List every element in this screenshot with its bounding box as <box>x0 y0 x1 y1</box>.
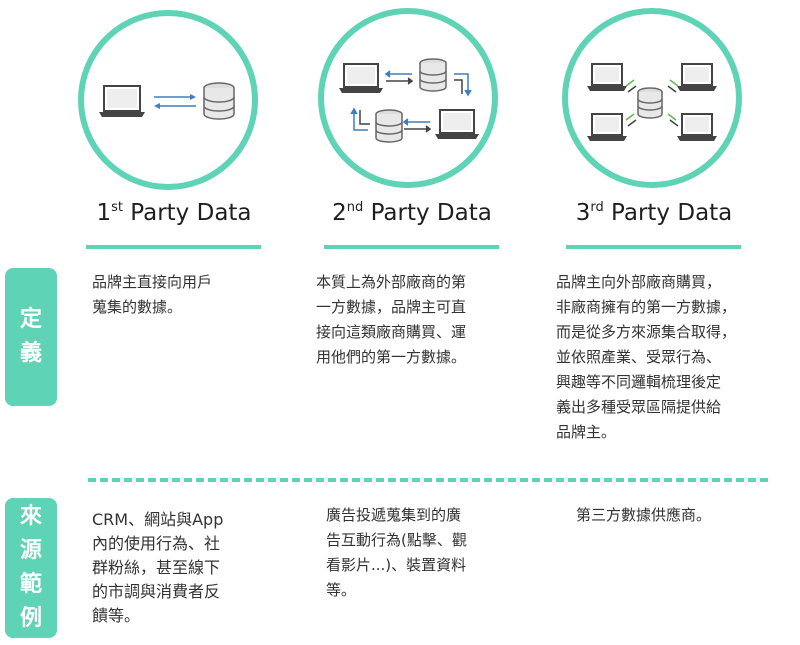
first-party-title: 1st Party Data <box>96 200 252 226</box>
first-party-underline <box>86 245 261 249</box>
laptop-icon <box>587 113 627 141</box>
definition-label: 定 義 <box>5 268 57 406</box>
first-party-definition: 品牌主直接向用戶 蒐集的數據。 <box>92 273 213 316</box>
exchange-arrows-icon <box>625 79 679 127</box>
second-party-circle <box>318 8 498 188</box>
laptop-icon <box>677 63 717 91</box>
laptop-icon <box>339 63 383 93</box>
database-icon <box>375 109 403 143</box>
first-party-circle <box>78 10 258 190</box>
arrow-left-icon <box>154 103 196 109</box>
second-party-underline <box>324 245 499 249</box>
third-party-definition: 品牌主向外部廠商購買， 非廠商擁有的第一方數據， 而是從多方來源集合取得， 並依… <box>556 273 737 441</box>
laptop-icon <box>99 85 145 117</box>
laptop-icon <box>435 109 479 139</box>
first-party-diagram <box>99 82 235 120</box>
second-party-definition: 本質上為外部廠商的第 一方數據，品牌主可直 接向這類廠商購買、運 用他們的第一方… <box>316 273 467 366</box>
first-party-examples: CRM、網站與App 內的使用行為、社 群粉絲，甚至線下 的市調與消費者反 饋等… <box>92 510 224 625</box>
third-party-examples: 第三方數據供應商。 <box>576 506 712 524</box>
examples-label: 來 源 範 例 <box>5 498 57 638</box>
third-party-underline <box>566 245 741 249</box>
second-party-examples: 廣告投遞蒐集到的廣 告互動行為(點擊、觀 看影片...)、裝置資料 等。 <box>326 506 467 599</box>
second-party-title: 2nd Party Data <box>332 200 492 226</box>
second-party-diagram <box>339 58 479 143</box>
section-divider <box>88 478 768 482</box>
exchange-arrows-icon <box>350 70 472 133</box>
third-party-circle <box>562 8 742 188</box>
database-icon <box>419 58 447 92</box>
third-party-title: 3rd Party Data <box>575 200 733 226</box>
third-party-diagram <box>587 63 717 141</box>
database-icon <box>203 82 235 120</box>
laptop-icon <box>677 113 717 141</box>
laptop-icon <box>587 63 627 91</box>
database-icon <box>637 87 663 119</box>
arrow-right-icon <box>154 94 196 100</box>
